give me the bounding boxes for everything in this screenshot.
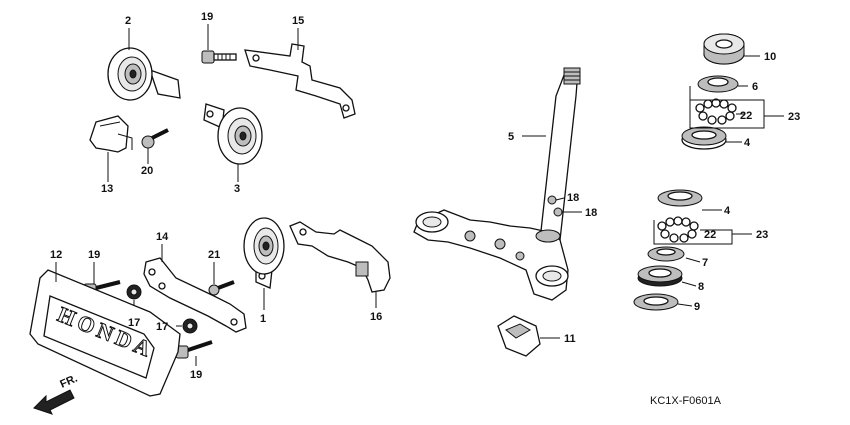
callout-4-lower: 4 — [724, 205, 731, 217]
horn-upper — [107, 47, 181, 101]
honda-emblem: HONDA — [29, 269, 181, 397]
callout-3: 3 — [234, 183, 240, 195]
callout-5: 5 — [508, 131, 514, 143]
callout-2: 2 — [125, 15, 131, 27]
front-arrow-icon — [33, 389, 75, 415]
nut-lower — [182, 318, 198, 334]
callout-6: 6 — [752, 81, 758, 93]
callout-12: 12 — [50, 249, 62, 261]
callout-19-top: 19 — [201, 11, 213, 23]
screw-21 — [208, 280, 235, 296]
diagram-code: KC1X-F0601A — [650, 395, 722, 407]
callout-17-left: 17 — [128, 317, 140, 329]
bolt-bottom — [175, 340, 213, 359]
callout-9: 9 — [694, 301, 700, 313]
ball-bearings-upper — [695, 98, 737, 125]
callout-22-upper: 22 — [740, 110, 752, 122]
callout-22-lower: 22 — [704, 229, 716, 241]
emblem-stay — [143, 257, 247, 333]
stem-nut — [703, 33, 745, 65]
callout-23-upper: 23 — [788, 111, 800, 123]
callout-7: 7 — [702, 257, 708, 269]
callout-20: 20 — [141, 165, 153, 177]
callout-18-a: 18 — [567, 192, 579, 204]
ball-bearings-lower — [657, 216, 699, 243]
callout-14: 14 — [156, 231, 169, 243]
horn-bracket-lower — [289, 221, 391, 293]
stem-cap — [497, 315, 541, 357]
callout-15: 15 — [292, 15, 304, 27]
screw-20 — [141, 128, 169, 149]
callout-19-left: 19 — [88, 249, 100, 261]
callout-16: 16 — [370, 311, 382, 323]
callout-17-lower: 17 — [156, 321, 168, 333]
nut-left — [126, 284, 142, 300]
horn-lower — [243, 217, 285, 289]
cable-clip — [89, 115, 133, 153]
callout-10: 10 — [764, 51, 776, 63]
callout-19-bottom: 19 — [190, 369, 202, 381]
callout-21: 21 — [208, 249, 220, 261]
callout-13: 13 — [101, 183, 113, 195]
arrow-label: FR. — [58, 373, 79, 391]
callout-18-b: 18 — [585, 207, 597, 219]
upper-bearing-set — [681, 75, 739, 150]
callout-8: 8 — [698, 281, 704, 293]
lower-bearing-set — [633, 189, 703, 311]
callout-23-lower: 23 — [756, 229, 768, 241]
callout-1: 1 — [260, 313, 266, 325]
steering-stem — [413, 67, 581, 301]
horn-bracket-upper — [244, 43, 356, 119]
callout-4-upper: 4 — [744, 137, 751, 149]
bolt-top — [201, 50, 237, 64]
horn-middle — [203, 103, 263, 165]
callout-11: 11 — [564, 333, 576, 345]
